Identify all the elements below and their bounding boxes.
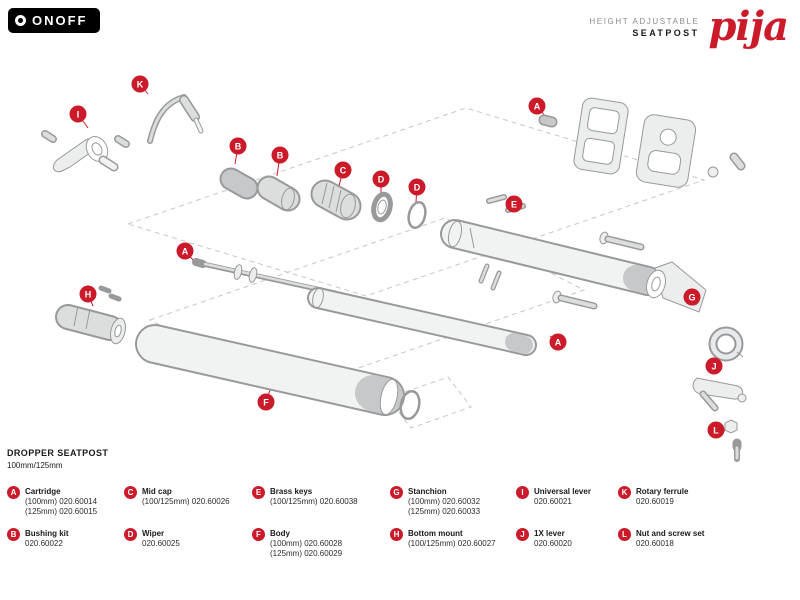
part-code: (100/125mm) 020.60038 xyxy=(270,497,358,506)
nut-screw-drawing xyxy=(724,419,742,462)
part-letter-badge: J xyxy=(516,528,529,541)
part-item-bottom-mount: H Bottom mount (100/125mm) 020.60027 xyxy=(390,528,510,558)
part-code: (125mm) 020.60029 xyxy=(270,549,343,558)
body-o-ring-drawing xyxy=(399,389,421,421)
part-item-universal-lever: I Universal lever 020.60021 xyxy=(516,486,612,516)
brand-logo-icon xyxy=(15,15,26,26)
product-header: HEIGHT ADJUSTABLE SEATPOST pija xyxy=(589,3,792,50)
part-name: Mid cap xyxy=(142,487,172,496)
part-item-brass-keys: E Brass keys (100/125mm) 020.60038 xyxy=(252,486,384,516)
rotary-ferrule-drawing xyxy=(147,94,204,144)
header: ONOFF HEIGHT ADJUSTABLE SEATPOST pija xyxy=(8,3,792,50)
bushing-kit-drawing xyxy=(219,167,301,212)
part-name: Nut and screw set xyxy=(636,529,705,538)
part-code: 020.60018 xyxy=(636,539,674,548)
part-item-rotary-ferrule: K Rotary ferrule 020.60019 xyxy=(618,486,793,516)
part-letter-badge: H xyxy=(390,528,403,541)
part-item-mid-cap: C Mid cap (100/125mm) 020.60026 xyxy=(124,486,246,516)
body-drawing xyxy=(135,324,405,416)
brand-name: ONOFF xyxy=(32,13,88,28)
part-letter-badge: I xyxy=(516,486,529,499)
part-name: Cartridge xyxy=(25,487,61,496)
part-letter-badge: B xyxy=(7,528,20,541)
bottom-mount-drawing xyxy=(55,285,126,345)
part-letter-badge: F xyxy=(252,528,265,541)
part-code: 020.60020 xyxy=(534,539,572,548)
stanchion-drawing xyxy=(440,219,663,296)
part-code: 020.60022 xyxy=(25,539,63,548)
part-name: Wiper xyxy=(142,529,165,538)
part-code: 020.60021 xyxy=(534,497,572,506)
part-code: (100mm) 020.60032 xyxy=(408,497,481,506)
part-letter-badge: K xyxy=(618,486,631,499)
parts-grid: A Cartridge (100mm) 020.60014 (125mm) 02… xyxy=(7,486,793,558)
product-name: pija xyxy=(708,3,789,50)
brand-logo: ONOFF xyxy=(8,8,100,33)
mid-cap-drawing xyxy=(310,179,362,221)
part-name: Bottom mount xyxy=(408,529,463,538)
part-letter-badge: C xyxy=(124,486,137,499)
product-type: SEATPOST xyxy=(632,27,700,38)
part-letter-badge: D xyxy=(124,528,137,541)
part-code: (125mm) 020.60015 xyxy=(25,507,98,516)
part-code: 020.60019 xyxy=(636,497,674,506)
part-name: Brass keys xyxy=(270,487,313,496)
part-name: Bushing kit xyxy=(25,529,69,538)
part-name: Stanchion xyxy=(408,487,447,496)
part-code: (100/125mm) 020.60026 xyxy=(142,497,230,506)
product-tagline: HEIGHT ADJUSTABLE xyxy=(589,16,700,26)
part-letter-badge: L xyxy=(618,528,631,541)
part-item-stanchion: G Stanchion (100mm) 020.60032 (125mm) 02… xyxy=(390,486,510,516)
one-x-lever-drawing xyxy=(692,326,747,412)
part-code: (125mm) 020.60033 xyxy=(408,507,481,516)
parts-list-subtitle: 100mm/125mm xyxy=(7,461,63,470)
part-letter-badge: E xyxy=(252,486,265,499)
part-code: (100mm) 020.60014 xyxy=(25,497,98,506)
product-taglines: HEIGHT ADJUSTABLE SEATPOST xyxy=(589,17,699,38)
part-item-cartridge: A Cartridge (100mm) 020.60014 (125mm) 02… xyxy=(7,486,118,516)
part-name: Universal lever xyxy=(534,487,591,496)
part-item-body: F Body (100mm) 020.60028 (125mm) 020.600… xyxy=(252,528,384,558)
parts-list-title: DROPPER SEATPOST xyxy=(7,448,109,458)
saddle-clamp-drawing xyxy=(538,97,746,188)
part-item-wiper: D Wiper 020.60025 xyxy=(124,528,246,558)
parts-list: DROPPER SEATPOST 100mm/125mm A Cartridge… xyxy=(7,448,793,558)
part-name: Body xyxy=(270,529,290,538)
part-code: (100/125mm) 020.60027 xyxy=(408,539,496,548)
o-ring-drawing xyxy=(407,200,427,230)
part-item-nut-screw-set: L Nut and screw set 020.60018 xyxy=(618,528,793,558)
part-code: (100mm) 020.60028 xyxy=(270,539,343,548)
cartridge-drawing xyxy=(192,258,537,356)
wiper-drawing xyxy=(371,191,393,223)
part-name: Rotary ferrule xyxy=(636,487,689,496)
part-name: 1X lever xyxy=(534,529,565,538)
part-item-bushing-kit: B Bushing kit 020.60022 xyxy=(7,528,118,558)
universal-lever-drawing xyxy=(41,130,130,173)
part-code: 020.60025 xyxy=(142,539,180,548)
part-letter-badge: A xyxy=(7,486,20,499)
callout-leader-lines xyxy=(77,83,726,432)
part-letter-badge: G xyxy=(390,486,403,499)
part-item-1x-lever: J 1X lever 020.60020 xyxy=(516,528,612,558)
bolts-drawing xyxy=(552,231,645,310)
